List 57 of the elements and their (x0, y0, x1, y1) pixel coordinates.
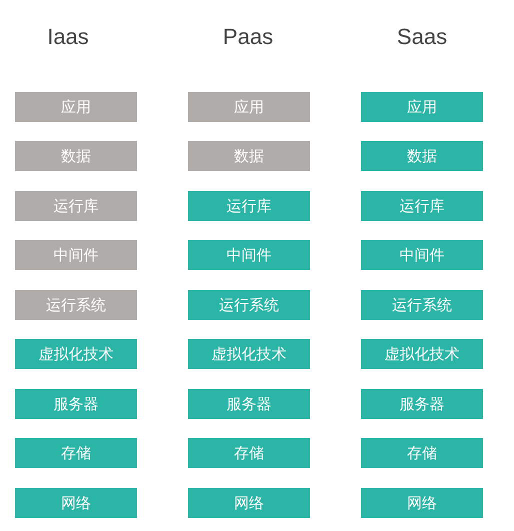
layer-label: 网络 (61, 494, 91, 512)
layer-label: 数据 (234, 146, 264, 166)
layer-label: 虚拟化技术 (212, 344, 286, 364)
layer-label: 数据 (407, 146, 437, 166)
layer-box (361, 92, 483, 122)
layer-box (15, 191, 137, 221)
layer-box (188, 92, 310, 122)
column-heading: Paas (222, 24, 274, 50)
layer-box (361, 290, 483, 320)
layer-label: 存储 (234, 444, 264, 462)
layer-label: 中间件 (400, 246, 444, 264)
layer-box (15, 92, 137, 122)
layer-box (188, 339, 310, 369)
layer-box (15, 438, 137, 468)
layer-label: 服务器 (54, 394, 98, 414)
layer-box (15, 389, 137, 419)
layer-box (361, 191, 483, 221)
layer-box (361, 438, 483, 468)
layer-box (15, 290, 137, 320)
layer-box (188, 389, 310, 419)
layer-box (361, 141, 483, 171)
layer-box (188, 290, 310, 320)
layer-box (361, 240, 483, 270)
layer-label: 运行库 (400, 196, 444, 216)
layer-box (15, 141, 137, 171)
layer-box (361, 488, 483, 518)
layer-label: 应用 (234, 98, 264, 116)
layer-label: 服务器 (400, 394, 444, 414)
layer-label: 运行系统 (46, 296, 106, 314)
layer-box (15, 240, 137, 270)
layer-box (361, 389, 483, 419)
layer-box (15, 488, 137, 518)
layer-label: 中间件 (226, 246, 272, 264)
layer-label: 数据 (61, 146, 91, 166)
layer-label: 网络 (234, 494, 264, 512)
layer-label: 中间件 (54, 246, 98, 264)
layer-label: 运行系统 (392, 296, 452, 314)
layer-label: 运行系统 (219, 296, 279, 314)
column-heading: Iaas (46, 24, 90, 50)
layer-label: 运行库 (54, 196, 98, 216)
layer-label: 虚拟化技术 (384, 344, 460, 364)
layer-box (188, 488, 310, 518)
layer-label: 应用 (61, 98, 91, 116)
layer-label: 服务器 (226, 394, 272, 414)
layer-box (188, 141, 310, 171)
layer-label: 应用 (407, 98, 437, 116)
layer-label: 存储 (407, 444, 437, 462)
layer-box (15, 339, 137, 369)
layer-box (188, 240, 310, 270)
layer-label: 网络 (407, 494, 437, 512)
layer-label: 存储 (61, 444, 91, 462)
layer-box (188, 191, 310, 221)
layer-box (361, 339, 483, 369)
layer-label: 运行库 (226, 196, 272, 216)
column-heading: Saas (396, 24, 448, 50)
layer-box (188, 438, 310, 468)
layer-label: 虚拟化技术 (38, 344, 114, 364)
